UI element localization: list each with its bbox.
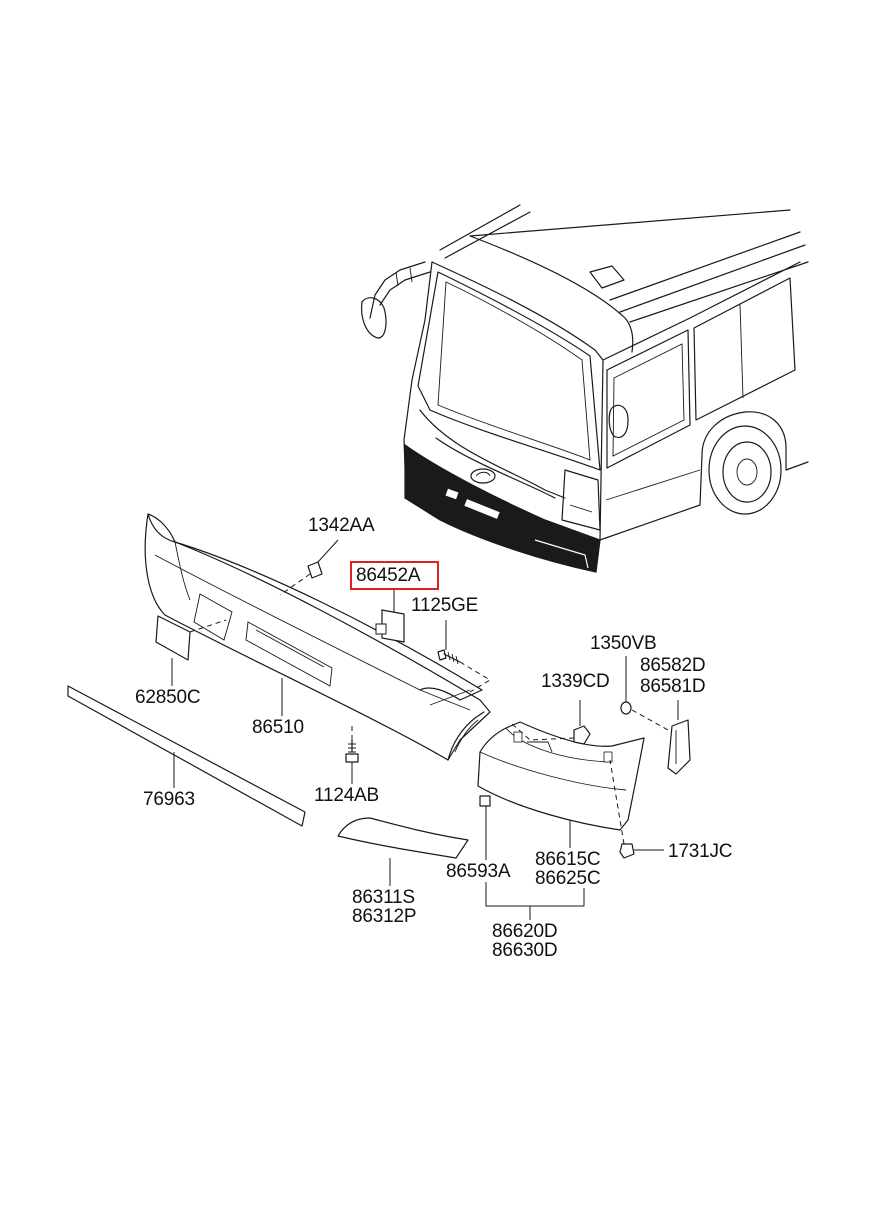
lower-trim-86311S xyxy=(337,817,469,859)
bolt-1124AB xyxy=(345,739,359,763)
molding-strip-76963 xyxy=(67,685,306,827)
part-label-62850C[interactable]: 62850C xyxy=(135,687,201,708)
part-label-1124AB[interactable]: 1124AB xyxy=(314,785,380,806)
front-bumper-86510 xyxy=(144,513,491,761)
part-label-1339CD[interactable]: 1339CD xyxy=(541,671,610,692)
bracket-86452A xyxy=(375,609,405,643)
part-label-86510[interactable]: 86510 xyxy=(252,717,304,738)
part-label-86311S[interactable]: 86311S xyxy=(352,887,415,908)
bracket-86582D xyxy=(667,719,691,775)
highlight-box-86452A xyxy=(350,561,439,590)
part-label-86625C[interactable]: 86625C xyxy=(535,868,601,889)
part-label-76963[interactable]: 76963 xyxy=(143,789,195,810)
screw-1125GE xyxy=(437,649,461,665)
part-label-1342AA[interactable]: 1342AA xyxy=(308,515,375,536)
clip-1342AA xyxy=(307,561,323,579)
part-label-86593A[interactable]: 86593A xyxy=(446,861,511,882)
part-label-86312P[interactable]: 86312P xyxy=(352,906,417,927)
bus-illustration xyxy=(361,204,809,573)
part-label-86581D[interactable]: 86581D xyxy=(640,676,706,697)
washer-1350VB xyxy=(620,701,632,715)
clip-86593A xyxy=(479,795,491,807)
corner-bumper-86615C xyxy=(477,721,645,831)
part-label-1350VB[interactable]: 1350VB xyxy=(590,633,657,654)
part-label-86630D[interactable]: 86630D xyxy=(492,940,558,961)
part-label-1125GE[interactable]: 1125GE xyxy=(411,595,479,616)
leader-lines xyxy=(171,539,679,920)
cover-plate-62850C xyxy=(155,615,191,661)
part-label-86582D[interactable]: 86582D xyxy=(640,655,706,676)
part-label-86620D[interactable]: 86620D xyxy=(492,921,558,942)
part-label-86615C[interactable]: 86615C xyxy=(535,849,601,870)
part-label-86452A[interactable]: 86452A xyxy=(356,565,421,586)
nut-1339CD xyxy=(573,725,591,745)
part-label-1731JC[interactable]: 1731JC xyxy=(668,841,733,862)
fastener-1731JC xyxy=(619,843,635,859)
